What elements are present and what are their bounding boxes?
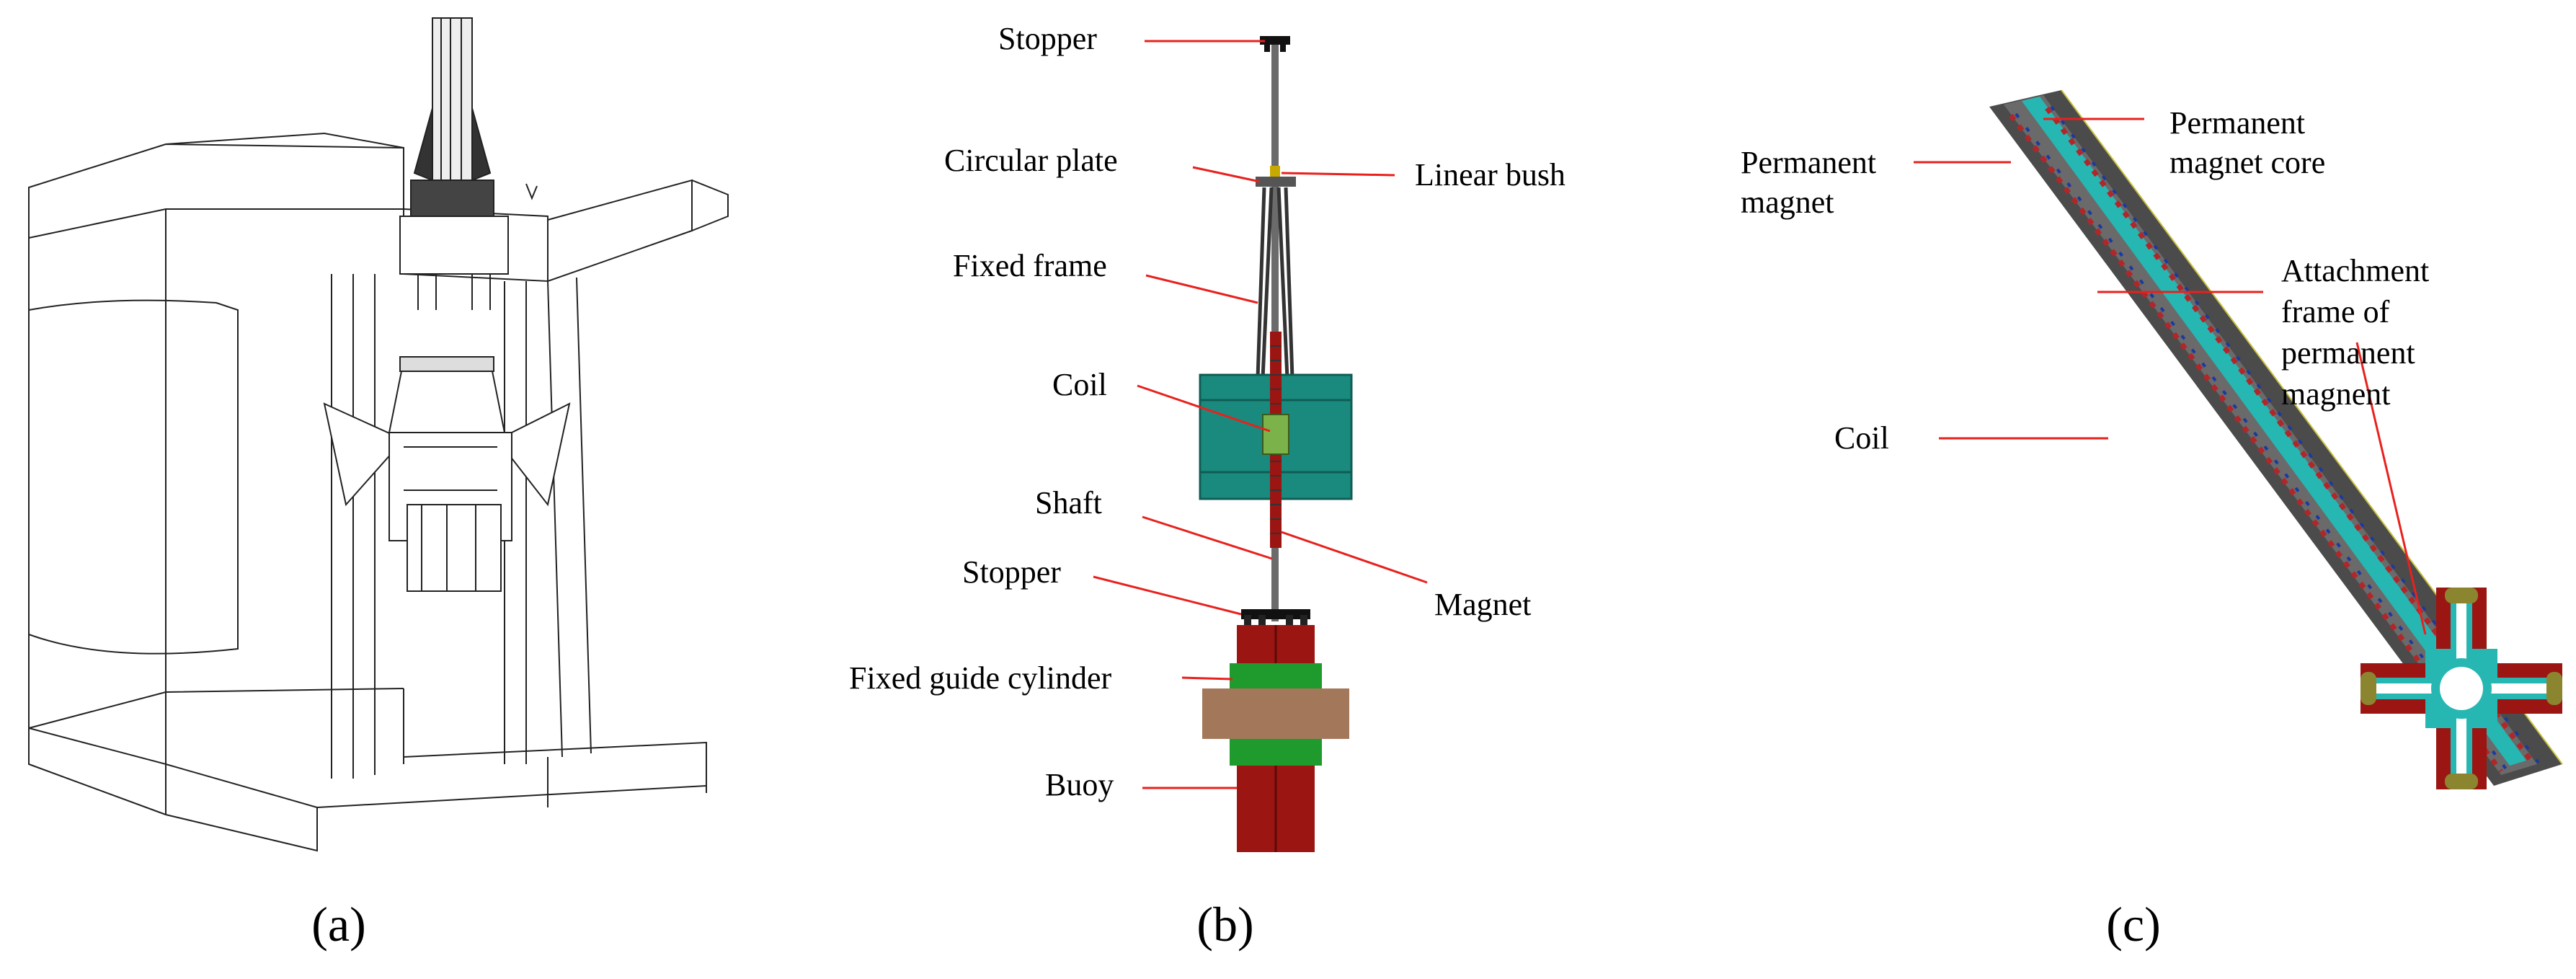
label-stopper-top: Stopper xyxy=(998,21,1097,56)
panel-c-drawing xyxy=(1989,89,2563,789)
panel-b-drawing xyxy=(1199,36,1353,852)
label-coil: Coil xyxy=(1052,367,1107,402)
label-magnet: Magnet xyxy=(1434,587,1531,622)
panel-c-caption: (c) xyxy=(2106,897,2160,952)
label-attachment-line1: Attachment xyxy=(2281,253,2429,288)
panel-b-labels: Stopper Circular plate Linear bush Fixed… xyxy=(849,21,1565,802)
panel-b-leaders xyxy=(1093,40,1428,789)
label-shaft: Shaft xyxy=(1035,485,1102,520)
top-stopper-shape xyxy=(1260,36,1290,45)
label-stopper-bottom: Stopper xyxy=(962,554,1061,590)
panel-a-drawing xyxy=(28,17,729,852)
label-attachment-line3: permanent xyxy=(2281,335,2415,371)
label-attachment-line4: magnent xyxy=(2281,376,2391,412)
label-fixed-frame: Fixed frame xyxy=(953,248,1107,283)
label-permanent-magnet-core-line2: magnet core xyxy=(2169,145,2325,180)
label-coil-c: Coil xyxy=(1834,420,1889,456)
label-permanent-magnet-line1: Permanent xyxy=(1741,145,1876,180)
label-linear-bush: Linear bush xyxy=(1415,157,1565,192)
fixed-frame-shape xyxy=(1256,187,1294,379)
label-buoy: Buoy xyxy=(1045,767,1114,802)
linear-bush-shape xyxy=(1270,166,1280,177)
panel-b-caption: (b) xyxy=(1196,897,1253,952)
label-permanent-magnet-core-line1: Permanent xyxy=(2169,105,2305,141)
label-attachment-line2: frame of xyxy=(2281,294,2390,329)
panel-a-caption: (a) xyxy=(311,897,365,952)
panel-c-labels: Permanent magnet core Permanent magnet A… xyxy=(1741,105,2429,456)
bottom-stopper-shape xyxy=(1241,609,1310,619)
coil-shape xyxy=(1262,414,1289,455)
cross-section-shape xyxy=(2360,588,2562,789)
circular-plate-shape xyxy=(1256,177,1296,187)
label-circular-plate: Circular plate xyxy=(944,143,1118,178)
panel-c-leaders xyxy=(1914,118,2427,635)
magnet-core-strip-shape xyxy=(2022,97,2526,766)
label-permanent-magnet-line2: magnet xyxy=(1741,185,1834,220)
guide-ring-shape xyxy=(1202,688,1349,739)
label-fixed-guide-cylinder: Fixed guide cylinder xyxy=(849,660,1111,696)
